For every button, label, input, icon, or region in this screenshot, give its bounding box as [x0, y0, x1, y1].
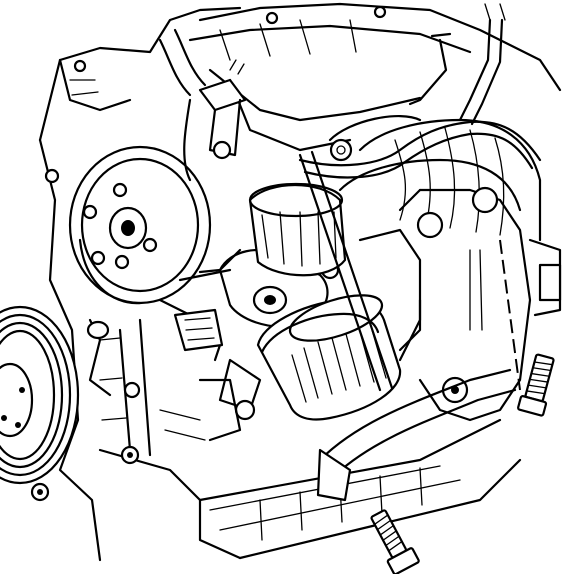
center-fittings — [159, 248, 262, 442]
coolant-outlet — [158, 28, 247, 182]
diagonal-rods — [298, 150, 521, 392]
mounting-bolt-lower — [370, 509, 420, 574]
mounting-bolt-upper-right — [517, 353, 555, 417]
heater-hose-pipe — [298, 3, 542, 179]
oil-filter — [256, 294, 402, 421]
crankshaft-pulley — [0, 305, 80, 485]
lower-coolant-pipe — [316, 368, 517, 502]
filter-mount-stud — [248, 182, 347, 277]
oil-pan — [86, 318, 522, 560]
support-bracket — [358, 186, 562, 422]
water-pump-pulley — [68, 145, 212, 305]
engine-block — [30, 6, 242, 562]
